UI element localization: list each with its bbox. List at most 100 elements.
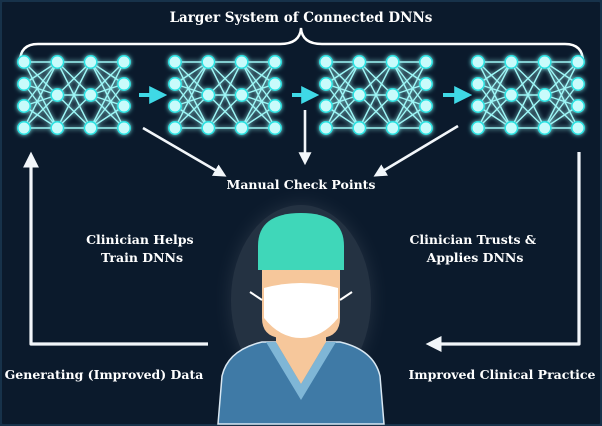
- network-edge: [510, 61, 546, 129]
- network-node: [419, 121, 433, 135]
- network-node: [268, 77, 282, 91]
- network-node: [419, 55, 433, 69]
- network-edge: [544, 61, 579, 96]
- network-node: [201, 88, 216, 102]
- network-node: [268, 121, 282, 135]
- network-node: [385, 88, 400, 102]
- network-node: [571, 99, 585, 113]
- network-node: [319, 55, 333, 69]
- network-node: [168, 121, 182, 135]
- feedback-loop: [23, 151, 581, 352]
- clinician-mask: [264, 283, 338, 338]
- network-edge: [544, 94, 579, 129]
- network-node: [471, 77, 485, 91]
- network-edge: [90, 61, 125, 129]
- network-edge: [90, 94, 125, 129]
- network-node: [537, 88, 552, 102]
- network-edge: [23, 61, 58, 96]
- network-node: [537, 121, 552, 135]
- network-node: [17, 55, 31, 69]
- network-edge: [90, 83, 125, 129]
- loop-arrow-left: [23, 151, 208, 346]
- network-edge: [207, 94, 243, 129]
- network-edge: [56, 94, 92, 129]
- network-edge: [392, 83, 427, 129]
- neural-network-3: [319, 55, 433, 135]
- network-edge: [23, 94, 58, 129]
- right-label: Clinician Trusts & Applies DNNs: [409, 232, 540, 265]
- network-edge: [392, 94, 427, 129]
- network-edge: [241, 61, 276, 107]
- network-node: [385, 121, 400, 135]
- network-node: [83, 55, 98, 69]
- network-node: [571, 77, 585, 91]
- network-edge: [392, 61, 427, 96]
- network-edge: [477, 83, 512, 129]
- network-node: [201, 121, 216, 135]
- network-edge: [510, 94, 546, 129]
- neural-network-2: [168, 55, 282, 135]
- network-node: [385, 55, 400, 69]
- network-node: [504, 55, 519, 69]
- network-node: [83, 88, 98, 102]
- network-node: [201, 55, 216, 69]
- network-node: [117, 99, 131, 113]
- network-edge: [325, 61, 360, 107]
- network-node: [83, 121, 98, 135]
- checkpoint-arrow-right: [373, 124, 459, 177]
- network-node: [168, 77, 182, 91]
- network-node: [234, 88, 249, 102]
- network-edge: [477, 94, 512, 129]
- network-node: [352, 88, 367, 102]
- mask-strap-right: [339, 291, 353, 301]
- network-edge: [241, 83, 276, 129]
- network-edge: [510, 61, 546, 96]
- network-edge: [90, 61, 125, 107]
- checkpoint-arrows: [142, 110, 459, 177]
- network-edge: [544, 83, 579, 129]
- network-edge: [358, 61, 394, 129]
- network-node: [504, 88, 519, 102]
- network-node: [50, 121, 65, 135]
- network-edge: [241, 61, 276, 96]
- network-node: [571, 121, 585, 135]
- network-node: [537, 55, 552, 69]
- network-edge: [241, 94, 276, 129]
- network-edge: [358, 94, 394, 129]
- network-node: [471, 121, 485, 135]
- checkpoint-arrow-left: [142, 126, 227, 177]
- left-label: Clinician Helps Train DNNs: [86, 232, 198, 265]
- network-node: [352, 55, 367, 69]
- clinician-figure: [217, 205, 385, 425]
- network-edge: [544, 61, 579, 129]
- network-node: [268, 55, 282, 69]
- network-node: [419, 99, 433, 113]
- dnn-chain: [17, 55, 585, 135]
- network-edge: [207, 61, 243, 129]
- network-edge: [23, 61, 58, 129]
- network-node: [117, 77, 131, 91]
- network-edge: [477, 61, 512, 96]
- network-node: [17, 99, 31, 113]
- network-edge: [23, 83, 58, 129]
- network-node: [419, 77, 433, 91]
- network-edge: [174, 61, 209, 96]
- network-edge: [358, 61, 394, 96]
- diagram-title: Larger System of Connected DNNs: [170, 10, 433, 26]
- checkpoint-label: Manual Check Points: [227, 177, 376, 192]
- mask-strap-left: [249, 291, 263, 301]
- network-node: [234, 121, 249, 135]
- network-node: [319, 121, 333, 135]
- network-node: [50, 55, 65, 69]
- grouping-brace: [18, 27, 585, 64]
- network-edge: [90, 61, 125, 96]
- network-edge: [392, 61, 427, 129]
- network-edge: [174, 61, 209, 129]
- right-label-line-2: Applies DNNs: [426, 250, 524, 265]
- network-edge: [23, 61, 58, 107]
- network-edge: [56, 61, 92, 96]
- network-node: [319, 99, 333, 113]
- network-edge: [325, 61, 360, 96]
- network-node: [471, 55, 485, 69]
